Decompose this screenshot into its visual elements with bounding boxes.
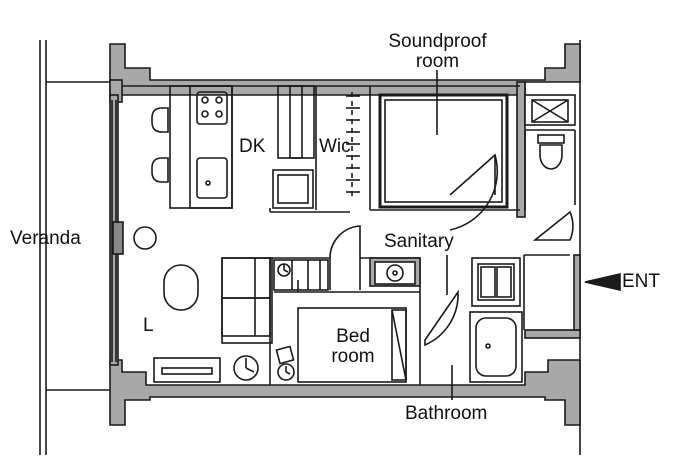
living-window	[111, 100, 124, 362]
sanitary-label: Sanitary	[384, 231, 454, 252]
toilet-room	[524, 94, 576, 210]
wic-label: Wic	[319, 136, 351, 157]
living-furniture	[133, 226, 295, 383]
leader-lines	[436, 70, 453, 400]
bed-room-label: Bed room	[318, 327, 388, 367]
bathroom-label: Bathroom	[405, 403, 488, 424]
ent-label: ENT	[622, 271, 660, 292]
stairs	[273, 259, 329, 292]
living-label: L	[143, 315, 154, 336]
bed-label-line2: room	[331, 346, 375, 367]
entrance-arrow	[584, 272, 621, 292]
bed	[297, 307, 407, 383]
kitchen-counter	[151, 85, 233, 209]
soundproof-label-line1: Soundproof	[388, 31, 487, 52]
walk-in-closet	[315, 86, 371, 210]
sanitary-fixtures	[369, 257, 521, 307]
sofa	[221, 257, 273, 344]
veranda-label: Veranda	[10, 228, 81, 249]
soundproof-room-label: Soundproof room	[370, 32, 505, 72]
soundproof-label-line2: room	[415, 51, 460, 72]
bathtub	[469, 311, 523, 383]
bed-label-line1: Bed	[336, 326, 370, 347]
soundproof-room	[378, 93, 509, 231]
dk-label: DK	[239, 136, 266, 157]
doors	[329, 210, 574, 347]
